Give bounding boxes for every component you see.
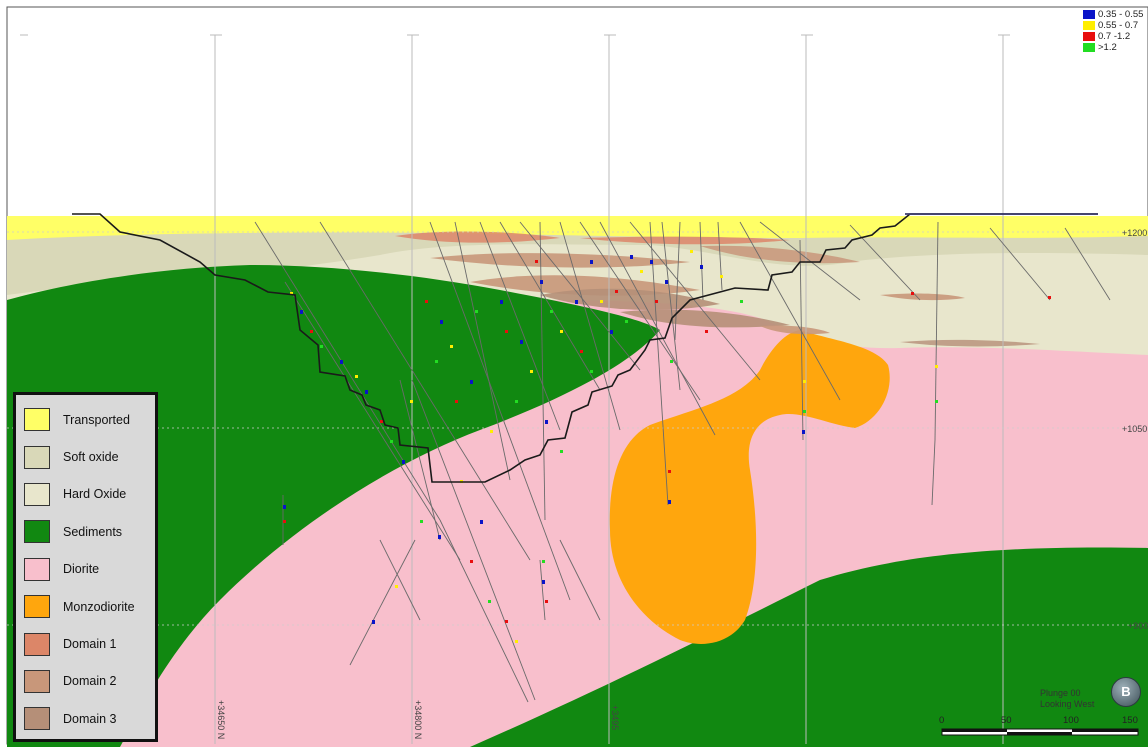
scale-label: 0 <box>939 715 945 726</box>
legend-item-domain-3: Domain 3 <box>24 700 155 737</box>
legend-item-domain-1: Domain 1 <box>24 625 155 662</box>
monzodiorite-unit <box>609 330 890 644</box>
legend-swatch <box>24 595 50 619</box>
northing-label: +34650 N <box>216 700 226 740</box>
legend-swatch <box>24 482 50 506</box>
compass-icon: B <box>1111 677 1141 707</box>
legend-swatch <box>24 445 50 469</box>
scale-label: 50 <box>1001 715 1012 726</box>
assay-samples <box>283 250 1051 643</box>
looking-text: Looking West <box>1040 699 1095 709</box>
legend-swatch <box>24 707 50 731</box>
grade-legend-item: >1.2 <box>1083 42 1148 53</box>
legend-label: Diorite <box>63 562 100 577</box>
legend-item-domain-2: Domain 2 <box>24 663 155 700</box>
scale-label: 100 <box>1063 715 1079 726</box>
legend-swatch <box>24 557 50 581</box>
legend-item-sediments: Sediments <box>24 513 155 550</box>
elevation-grid <box>7 231 1148 626</box>
pit-shell-outline <box>72 213 1098 483</box>
transported-unit <box>7 216 1148 240</box>
grade-label: 0.7 -1.2 <box>1098 31 1131 42</box>
legend-label: Monzodiorite <box>63 599 135 614</box>
legend-item-hard-oxide: Hard Oxide <box>24 476 155 513</box>
legend-swatch <box>24 632 50 656</box>
grade-legend-item: 0.55 - 0.7 <box>1083 20 1148 31</box>
legend-item-diorite: Diorite <box>24 551 155 588</box>
legend-label: Domain 1 <box>63 637 117 652</box>
sediments-lower-unit <box>470 547 1148 747</box>
grade-swatch <box>1083 21 1095 30</box>
legend-label: Domain 3 <box>63 711 117 726</box>
lithology-legend: Transported Soft oxide Hard Oxide Sedime… <box>13 392 158 742</box>
sediments-upper-unit <box>7 265 660 747</box>
grade-swatch <box>1083 10 1095 19</box>
legend-item-monzodiorite: Monzodiorite <box>24 588 155 625</box>
grade-label: 0.35 - 0.55 <box>1098 9 1144 20</box>
legend-swatch <box>24 669 50 693</box>
legend-label: Domain 2 <box>63 674 117 689</box>
grade-swatch <box>1083 32 1095 41</box>
elevation-label: +1050 <box>1122 424 1148 434</box>
plunge-text: Plunge 00 <box>1040 688 1081 698</box>
scale-bar <box>941 728 1139 736</box>
soft-oxide-unit <box>7 232 1148 295</box>
scale-label: 150 <box>1122 715 1138 726</box>
legend-label: Hard Oxide <box>63 487 127 502</box>
grade-label: >1.2 <box>1098 42 1117 53</box>
elevation-label: +1200 <box>1122 228 1148 238</box>
grade-legend: 0.35 - 0.55 0.55 - 0.7 0.7 -1.2 >1.2 <box>1083 9 1148 53</box>
view-orientation: Plunge 00 Looking West <box>1040 688 1094 710</box>
grade-legend-item: 0.7 -1.2 <box>1083 31 1148 42</box>
grade-swatch <box>1083 43 1095 52</box>
legend-label: Soft oxide <box>63 450 119 465</box>
legend-swatch <box>24 520 50 544</box>
legend-label: Transported <box>63 412 130 427</box>
legend-item-soft-oxide: Soft oxide <box>24 438 155 475</box>
grade-label: 0.55 - 0.7 <box>1098 20 1139 31</box>
legend-item-transported: Transported <box>24 401 155 438</box>
legend-swatch <box>24 408 50 432</box>
legend-label: Sediments <box>63 524 123 539</box>
grade-legend-item: 0.35 - 0.55 <box>1083 9 1148 20</box>
northing-label: +34800 N <box>413 700 423 740</box>
northing-label: +3495 <box>610 705 620 731</box>
elevation-label: +900 <box>1128 621 1148 631</box>
northing-grid <box>20 34 1010 744</box>
drill-holes <box>254 221 1111 703</box>
